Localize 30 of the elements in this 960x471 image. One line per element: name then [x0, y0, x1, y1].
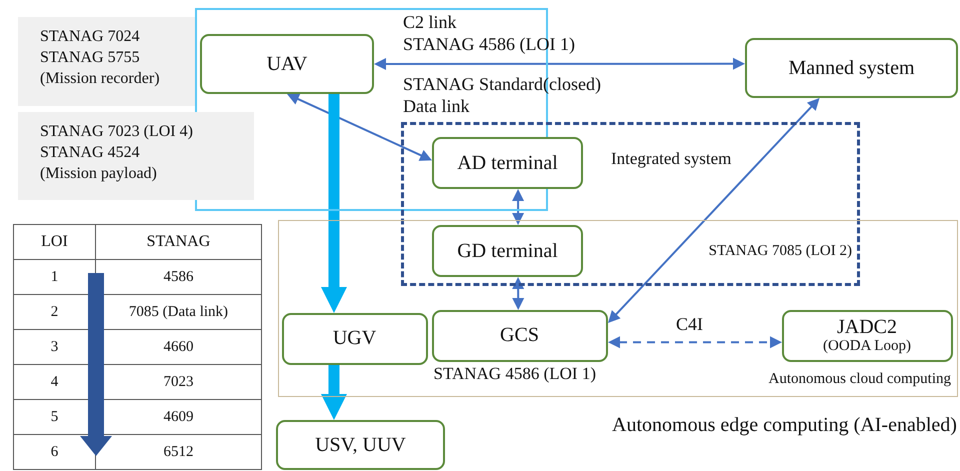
note-text: Autonomous edge computing (AI-enabled)	[612, 413, 957, 437]
node-label: GD terminal	[457, 240, 558, 262]
node-label: UAV	[266, 52, 308, 76]
computing-region	[278, 220, 958, 397]
table-cell: LOI	[14, 224, 96, 260]
node-label: UGV	[332, 327, 376, 350]
node-label: GCS	[500, 324, 539, 347]
node-caption: STANAG 4586 (LOI 1)	[434, 364, 596, 384]
node-label: Manned system	[788, 56, 915, 80]
process-box	[432, 137, 583, 189]
note-text: STANAG 7023 (LOI 4) STANAG 4524 (Mission payload)	[40, 122, 194, 184]
process-box	[282, 312, 428, 364]
note-text: STANAG 7024 STANAG 5755 (Mission recorder)	[40, 27, 161, 89]
process-box	[276, 420, 445, 470]
process-box	[432, 310, 608, 362]
node-label: Autonomous cloud computing	[768, 371, 951, 388]
node-label: Integrated system	[611, 149, 732, 169]
note-panel	[18, 17, 195, 106]
table-cell: STANAG	[95, 224, 262, 260]
node-label: USV, UUV	[315, 434, 406, 456]
note-panel	[18, 112, 254, 200]
node-sublabel: STANAG 7085 (LOI 2)	[708, 243, 852, 260]
node-label: JADC2	[836, 316, 897, 338]
process-box	[745, 38, 958, 98]
process-box	[782, 310, 952, 362]
process-box	[200, 34, 374, 94]
link-label: C2 link	[403, 12, 457, 34]
process-box	[432, 225, 583, 277]
node-sublabel: (OODA Loop)	[823, 338, 911, 355]
node-label: AD terminal	[457, 152, 558, 174]
